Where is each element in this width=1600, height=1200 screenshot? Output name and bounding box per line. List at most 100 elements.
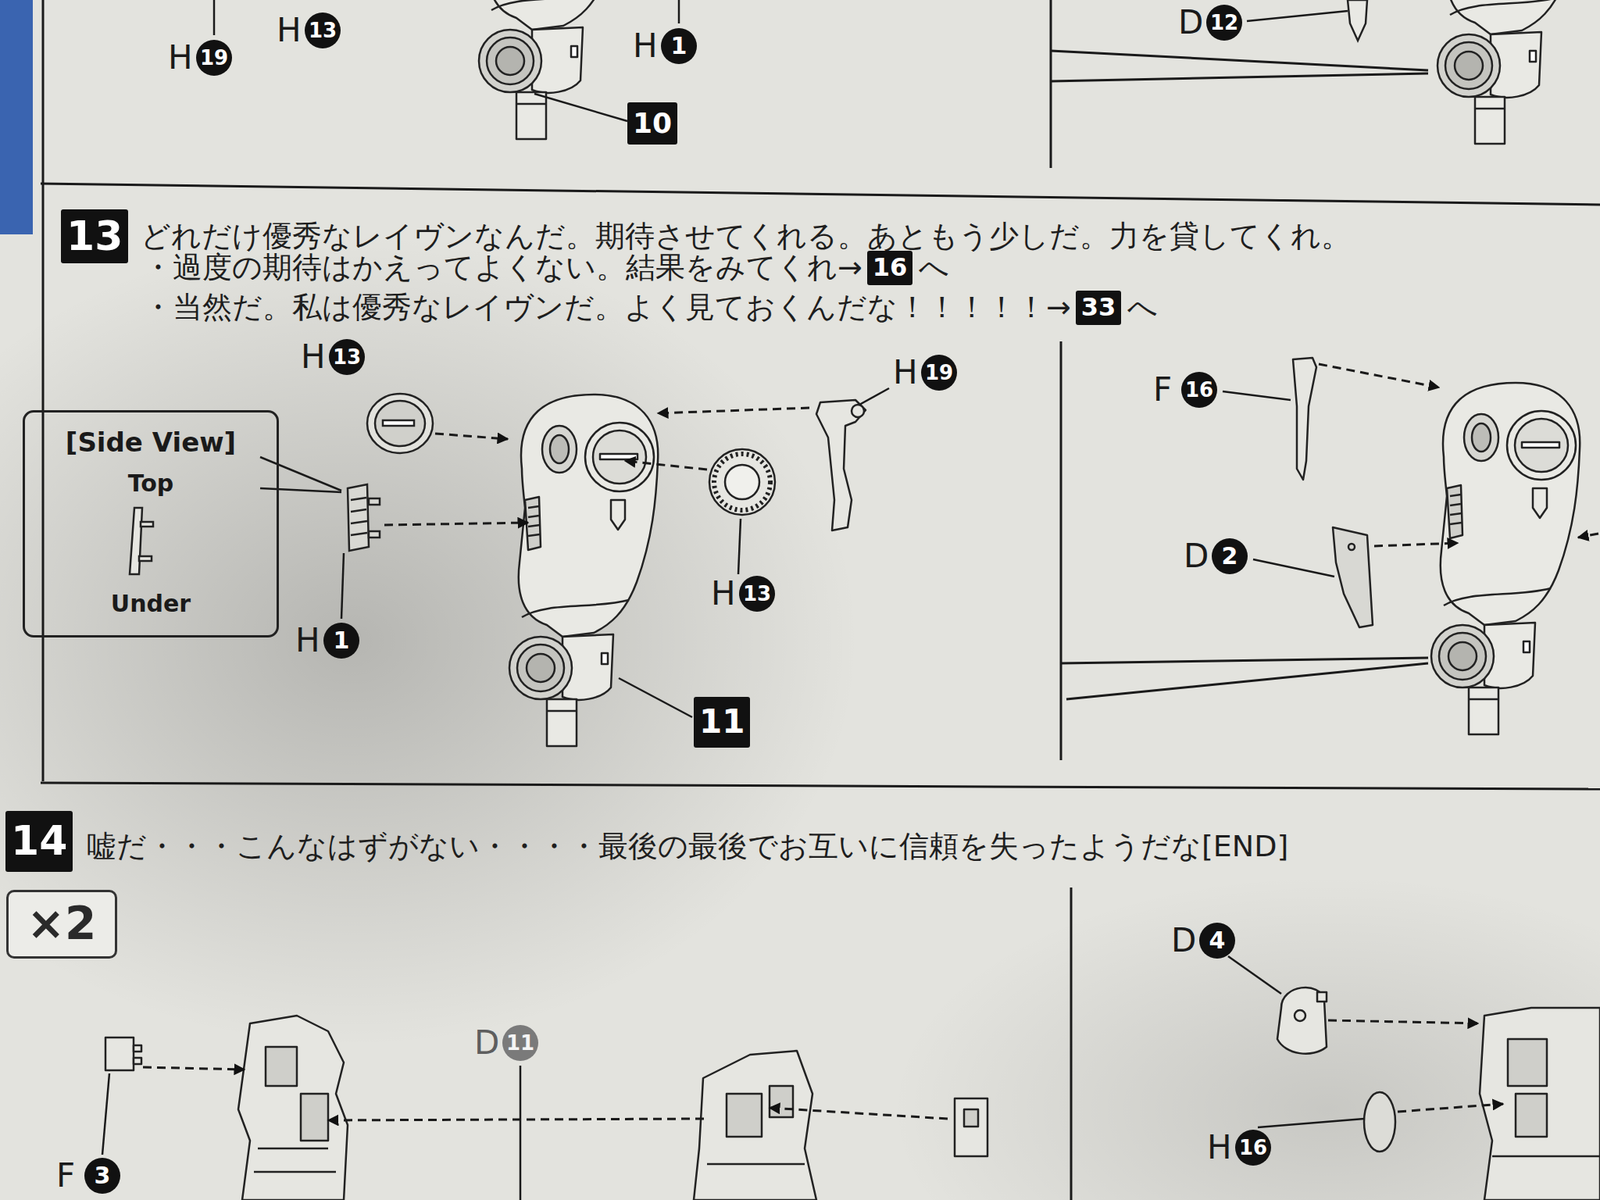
h13-ring — [709, 449, 775, 515]
step-reference: 33 — [1075, 290, 1122, 325]
assembly-arrows — [1397, 1103, 1504, 1112]
housing-part — [300, 1093, 329, 1141]
instruction-text: どれだけ優秀なレイヴンなんだ。期待させてくれる。あともう少しだ。力を貸してくれ。 — [140, 219, 1351, 254]
leg-part-top-left — [478, 0, 628, 140]
housing-part — [693, 1050, 817, 1200]
housing-part — [265, 1046, 297, 1086]
small-parts — [1277, 987, 1327, 1054]
rule-lines — [40, 183, 1600, 205]
part-number: 11 — [502, 1025, 539, 1061]
assembly-arrows — [1318, 364, 1440, 388]
rule-lines — [1066, 663, 1429, 700]
h19-part — [816, 400, 866, 531]
quantity-box: ×2 — [6, 889, 118, 959]
housing-part — [1492, 1155, 1600, 1158]
box-number: 16 — [872, 253, 908, 282]
leader-lines — [1253, 559, 1335, 577]
rule-lines — [1070, 887, 1073, 1200]
assembly-arrows — [625, 460, 708, 470]
leg-part-assembled — [1431, 382, 1580, 735]
step-reference: 16 — [867, 250, 914, 286]
f16-part — [1292, 357, 1317, 480]
callout-number: 10 — [627, 102, 678, 145]
assembly-arrows — [435, 433, 508, 440]
housing-part — [238, 1015, 348, 1200]
part-letter: D — [474, 1024, 500, 1062]
part-number: 19 — [921, 354, 958, 391]
paper-shadow — [0, 0, 33, 235]
rule-lines — [40, 0, 1600, 1200]
side-view-icon — [140, 521, 154, 527]
part-letter: H — [710, 575, 736, 613]
housing-part — [1515, 1093, 1547, 1137]
h13-cap — [367, 393, 433, 454]
h19-part — [816, 400, 866, 531]
housing-part — [238, 1007, 1600, 1200]
box-number: 14 — [10, 818, 68, 864]
assembly-arrows — [657, 407, 810, 414]
part-number: 13 — [328, 339, 365, 375]
leader-lines — [260, 457, 342, 491]
assembly-arrows — [328, 1118, 704, 1121]
assembly-arrows — [1374, 542, 1458, 547]
small-parts — [1364, 1092, 1396, 1152]
leader-lines — [738, 518, 741, 575]
part-letter: D — [1178, 3, 1204, 42]
instruction-text: へ — [918, 250, 950, 286]
part-number: 16 — [1235, 1129, 1272, 1166]
instruction-text: 嘘だ・・・こんなはずがない・・・・最後の最後でお互いに信頼を失ったようだな[EN… — [86, 829, 1289, 865]
h1-part — [350, 497, 368, 536]
small-parts — [133, 1057, 142, 1065]
instruction-text: ・当然だ。私は優秀なレイヴンだ。よく見ておくんだな！！！！！→ — [142, 290, 1072, 325]
h13-cap — [367, 393, 433, 454]
part-number: 1 — [660, 28, 697, 65]
housing-part — [253, 1148, 336, 1172]
side-view-icon — [139, 556, 152, 561]
d2-part — [1332, 527, 1373, 628]
leader-lines — [341, 553, 344, 619]
part-number: 16 — [1181, 371, 1218, 408]
leg-part-top-left — [478, 0, 628, 140]
side-view-icon — [129, 507, 143, 575]
rule-lines — [1050, 73, 1429, 82]
part-number: 2 — [1211, 538, 1248, 575]
rule-lines — [1060, 657, 1429, 664]
f16-part — [1292, 357, 1317, 480]
small-parts — [1294, 1010, 1306, 1022]
h13-cap — [382, 420, 415, 426]
part-number: 13 — [304, 12, 341, 49]
h13-ring — [725, 464, 760, 500]
part-letter: H — [1207, 1128, 1233, 1167]
leader-lines — [678, 0, 681, 24]
housing-part — [707, 1163, 805, 1166]
h13-ring — [709, 449, 775, 515]
leader-lines — [1246, 10, 1348, 22]
leader-lines — [534, 93, 628, 122]
part-letter: H — [632, 27, 658, 65]
assembly-arrows — [769, 1107, 948, 1119]
leader-lines — [1228, 956, 1282, 994]
leg-part-main — [509, 394, 658, 747]
box-number: ×2 — [27, 899, 97, 950]
part-number: 19 — [196, 39, 233, 76]
rule-lines — [1050, 0, 1053, 168]
assembly-arrows — [1328, 1020, 1479, 1024]
leg-part-assembled — [1431, 382, 1580, 735]
leader-lines — [1222, 391, 1291, 400]
rule-lines — [1050, 50, 1429, 71]
housing-part — [769, 1085, 793, 1118]
instruction-text: ・過度の期待はかえってよくない。結果をみてくれ→ — [142, 250, 863, 286]
small-parts — [954, 1098, 988, 1157]
d2-part — [1332, 527, 1373, 628]
housing-part — [726, 1093, 762, 1137]
small-parts — [105, 987, 1396, 1157]
box-number: 11 — [699, 703, 745, 740]
assembly-arrows — [142, 1067, 245, 1070]
leg-part-top-right — [1437, 0, 1586, 144]
h1-part — [347, 484, 380, 551]
part-letter: F — [1153, 371, 1172, 409]
h1-part — [368, 498, 380, 505]
part-number: 13 — [739, 575, 775, 612]
small-parts — [964, 1109, 979, 1127]
